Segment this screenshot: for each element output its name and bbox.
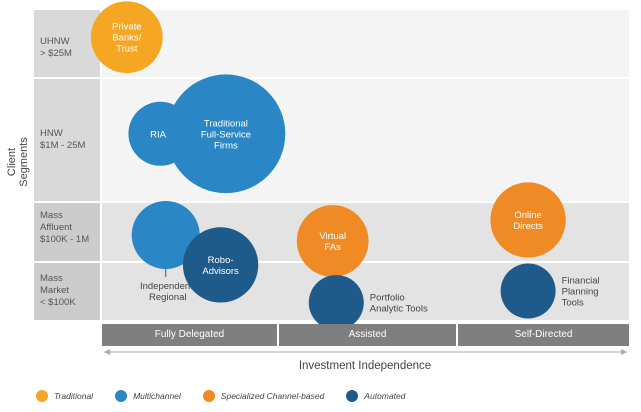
segment-label-mass-affluent: Mass Affluent $100K - 1M <box>40 210 90 245</box>
x-category-self-directed: Self-Directed <box>458 324 629 346</box>
bubble-financial-planning-tools <box>500 263 556 319</box>
bubble-label-line: Analytic Tools <box>370 304 428 315</box>
bubble-label-line: Portfolio <box>370 293 405 304</box>
segment-label-uhnw: UHNW > $25M <box>40 36 72 59</box>
bubble-label-line: Full-Service <box>201 129 251 140</box>
segment-band-label-bg <box>34 262 101 320</box>
bubble-traditional-full-service-firms <box>166 74 286 194</box>
legend-label: Specialized Channel-based <box>220 391 325 401</box>
legend-label: Traditional <box>54 391 94 401</box>
bubble-independent-regional <box>131 201 200 269</box>
legend: Traditional Multichannel Specialized Cha… <box>36 390 427 402</box>
bubble-label-line: Advisors <box>202 266 239 277</box>
bubble-label-line: Directs <box>513 221 543 232</box>
bubble-label-robo-advisors: Robo-Advisors <box>202 255 239 277</box>
bubble-label-independent-regional: Independent/Regional <box>140 281 196 303</box>
segment-label-hnw: HNW $1M - 25M <box>40 128 86 151</box>
legend-item-multichannel: Multichannel <box>115 390 181 402</box>
bubble-label-line: Financial <box>562 276 600 287</box>
bubble-label-line: Traditional <box>204 118 248 129</box>
legend-label: Multichannel <box>133 391 181 401</box>
bubble-virtual-fas <box>296 205 369 277</box>
bubble-label-line: Firms <box>214 140 238 151</box>
bubble-label-line: Robo- <box>208 255 234 266</box>
bubble-label-line: Virtual <box>319 231 346 242</box>
x-category-assisted: Assisted <box>279 324 456 346</box>
x-axis-arrow-right <box>621 349 627 355</box>
legend-dot-traditional <box>36 390 48 402</box>
bubble-label-line: RIAs <box>150 129 171 140</box>
bubble-label-line: Banks/ <box>112 33 141 44</box>
bubble-robo-advisors <box>182 227 259 303</box>
legend-dot-specialized <box>202 390 215 402</box>
x-axis-arrow-left <box>104 349 110 355</box>
bubble-label-rias: RIAs <box>150 129 171 140</box>
x-category-fully-delegated: Fully Delegated <box>102 324 277 346</box>
y-axis-title: Client Segments <box>6 137 30 187</box>
bubble-label-line: Private <box>112 22 142 33</box>
legend-dot-automated <box>346 390 359 402</box>
bubble-label-line: FAs <box>325 242 342 253</box>
x-axis-title: Investment Independence <box>298 360 432 372</box>
legend-item-traditional: Traditional <box>36 390 93 402</box>
bubble-label-line: Trust <box>116 44 138 55</box>
legend-item-automated: Automated <box>346 390 405 402</box>
legend-label: Automated <box>364 391 406 401</box>
bubble-label-line: Regional <box>149 292 187 303</box>
segment-band <box>101 10 629 78</box>
bubble-online-directs <box>490 182 566 258</box>
bubble-private-banks-trust <box>90 1 163 74</box>
bubble-label-line: Online <box>514 210 541 221</box>
legend-item-specialized: Specialized Channel-based <box>202 390 325 402</box>
segment-band-label-bg <box>34 78 101 202</box>
bubble-portfolio-analytic-tools <box>308 275 364 331</box>
bubble-label-line: Independent/ <box>140 281 196 292</box>
legend-dot-multichannel <box>115 390 128 402</box>
bubble-label-line: Planning <box>562 287 599 298</box>
segment-band-label-bg <box>34 10 101 78</box>
segment-label-mass-market: Mass Market < $100K <box>40 273 76 308</box>
bubble-label-line: Tools <box>562 298 584 309</box>
segment-band-label-bg <box>34 202 101 262</box>
